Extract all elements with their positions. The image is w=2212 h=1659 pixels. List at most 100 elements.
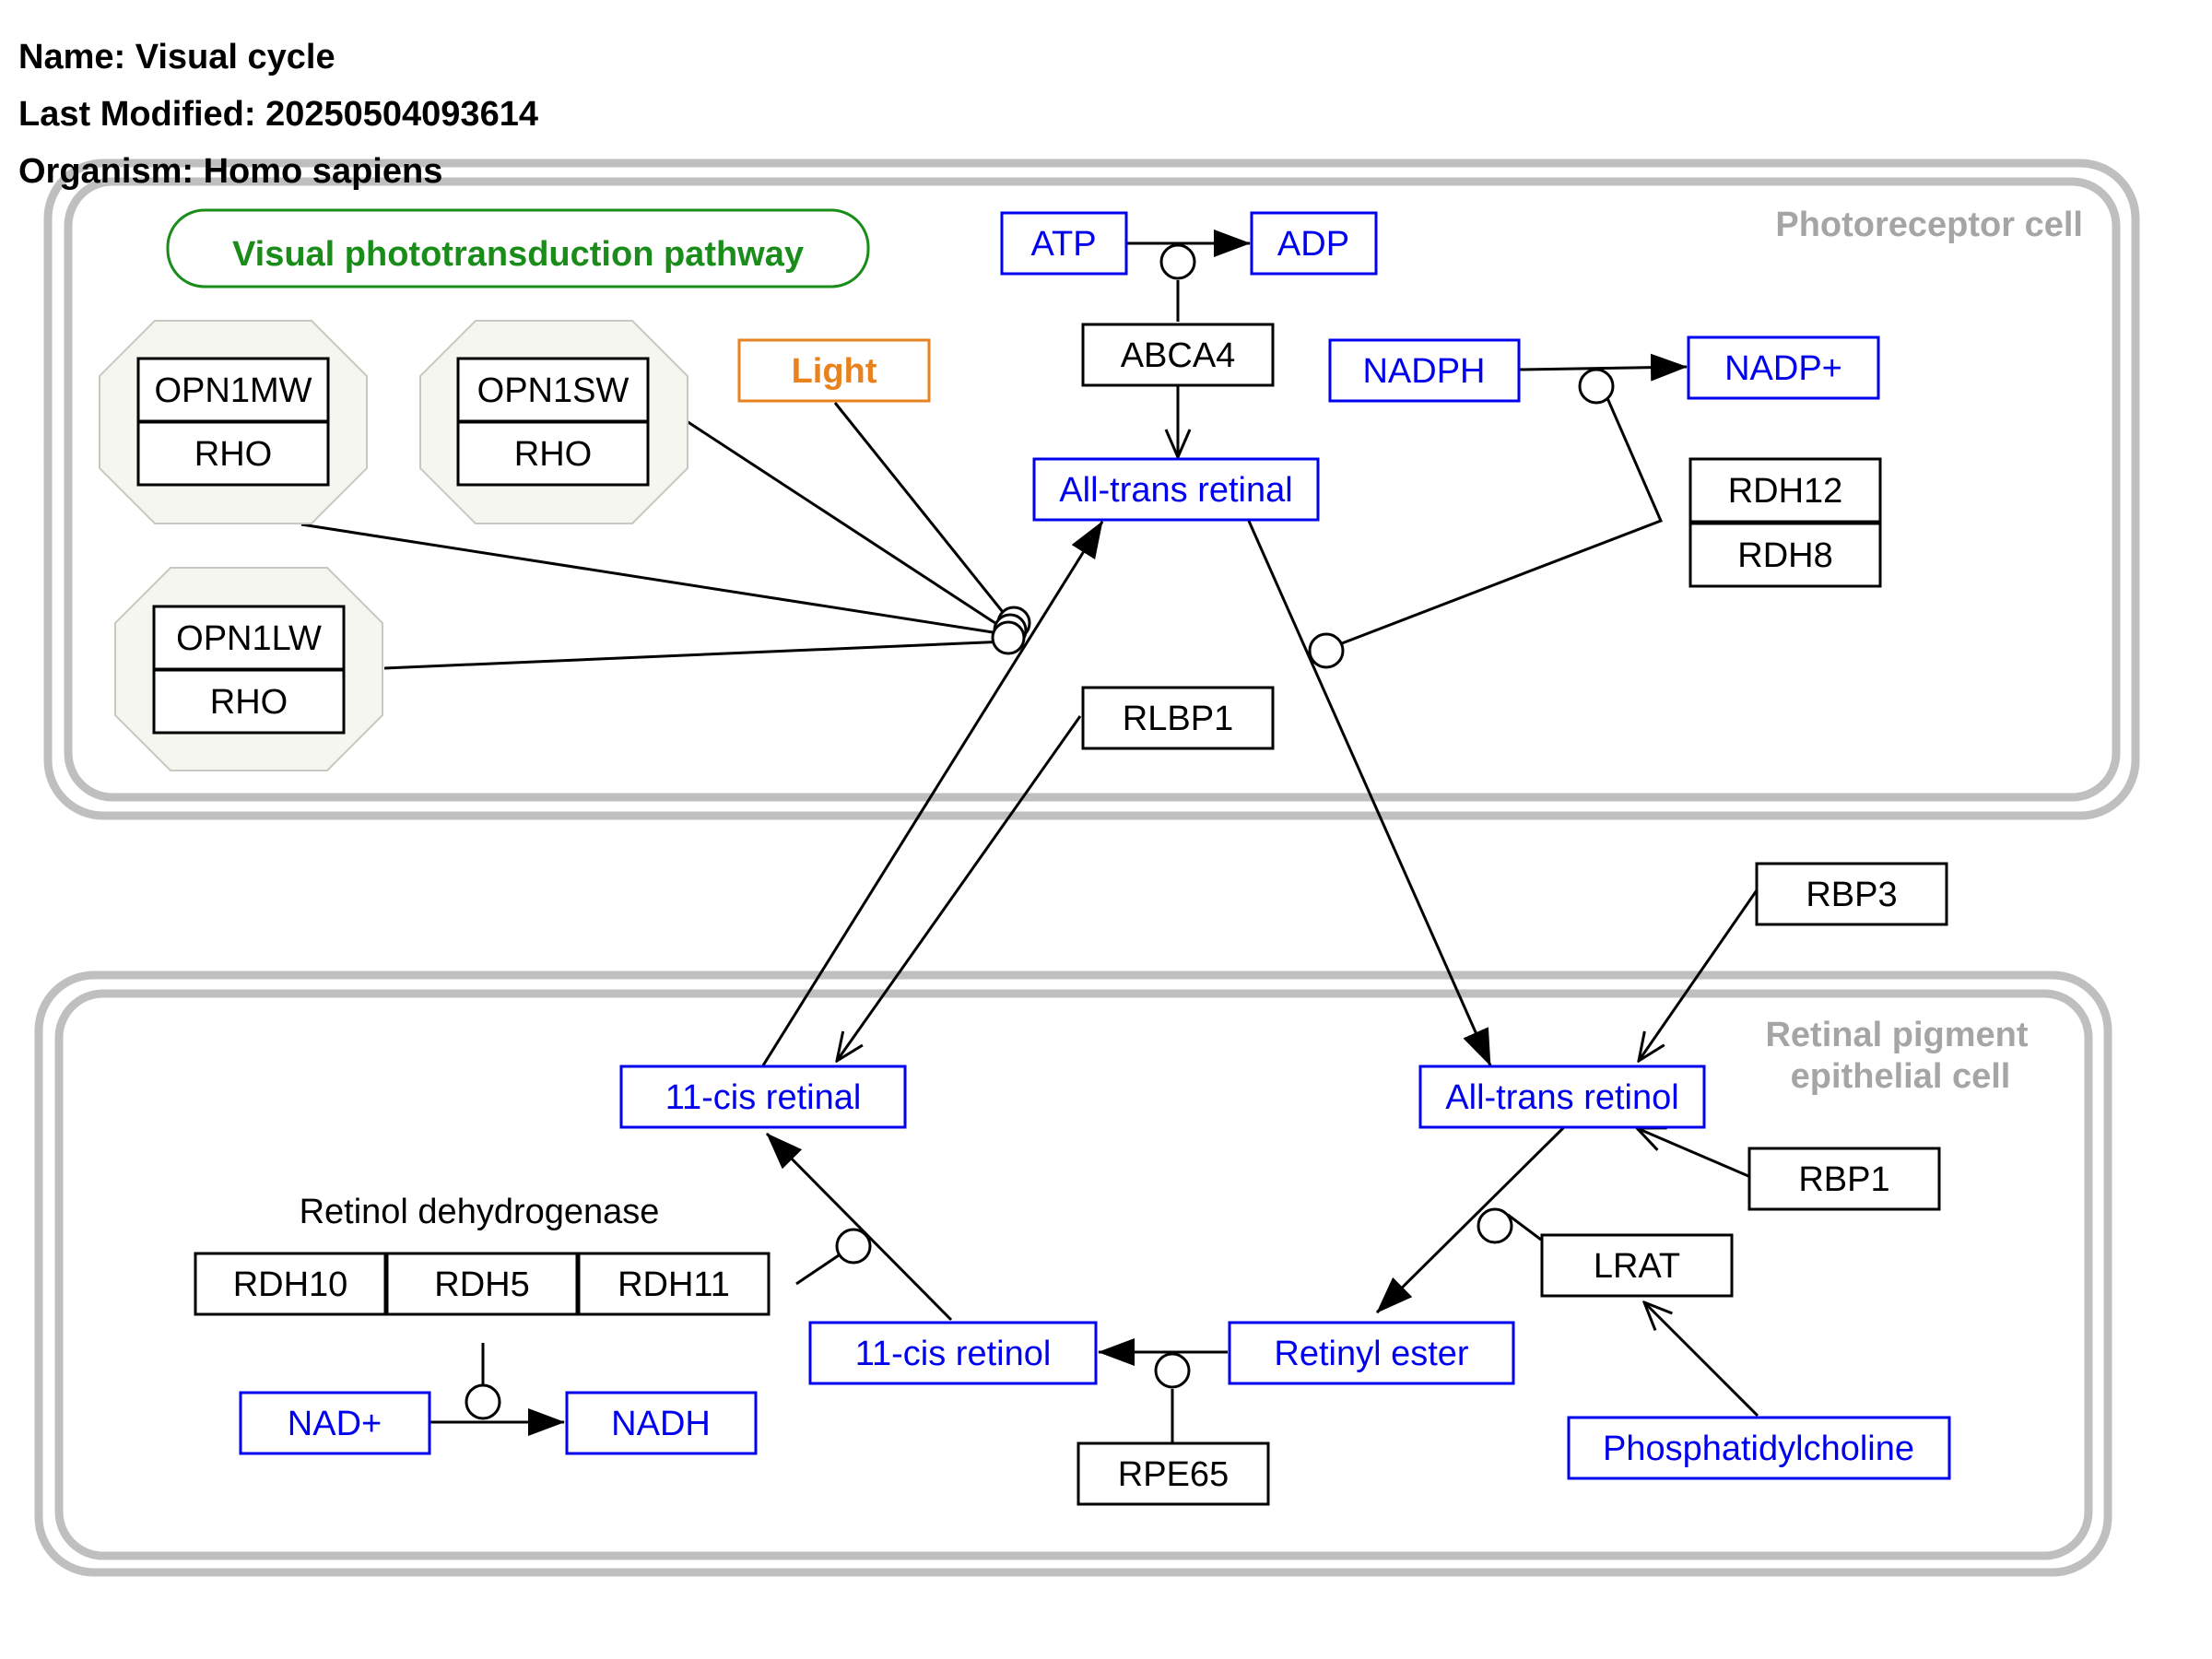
gene-rdh8[interactable]: RDH8 xyxy=(1688,522,1882,588)
rdh5-label: RDH5 xyxy=(434,1265,529,1304)
photoreceptor-compartment: Photoreceptor cell xyxy=(43,159,2140,820)
photoreceptor-label: Photoreceptor cell xyxy=(1775,206,2083,244)
metabolite-atp[interactable]: ATP xyxy=(1000,211,1128,276)
lrat-catalysis-circle xyxy=(1477,1207,1513,1244)
abca4-catalysis-circle xyxy=(1159,243,1196,280)
atp-label: ATP xyxy=(1030,225,1096,264)
gene-rpe65[interactable]: RPE65 xyxy=(1077,1441,1270,1506)
rho-label-3: RHO xyxy=(210,683,288,722)
nadph-nadp-conversion xyxy=(1518,353,1688,382)
opn1mw-input-line xyxy=(300,523,1006,636)
metabolite-retinyl-ester[interactable]: Retinyl ester xyxy=(1228,1321,1515,1385)
rbp3-transport-arrow xyxy=(1639,889,1759,1061)
rdh12-rdh8-catalysis-line xyxy=(1341,397,1664,645)
light-node[interactable]: Light xyxy=(737,338,931,403)
metabolite-phosphatidylcholine[interactable]: Phosphatidylcholine xyxy=(1567,1416,1951,1480)
retinal-to-retinol-arrow xyxy=(1246,518,1492,1066)
pathway-link-visual-phototransduction[interactable]: Visual phototransduction pathway xyxy=(166,208,870,288)
rdh11-label: RDH11 xyxy=(618,1265,730,1304)
gene-rdh10[interactable]: RDH10 xyxy=(194,1252,387,1316)
gene-lrat[interactable]: LRAT xyxy=(1540,1233,1734,1298)
nadh-label: NADH xyxy=(611,1405,711,1443)
rho-box-2 xyxy=(456,420,650,487)
light-label: Light xyxy=(792,352,877,391)
retinyl-ester-label: Retinyl ester xyxy=(1274,1335,1469,1373)
all-trans-retinol-label: All-trans retinol xyxy=(1445,1078,1678,1117)
lrat-label: LRAT xyxy=(1594,1247,1680,1286)
opsin-catalysis-circle-3 xyxy=(991,620,1026,655)
rdh12-label: RDH12 xyxy=(1728,472,1843,511)
opn1lw-input-line xyxy=(383,640,1007,670)
metabolite-nadp[interactable]: NADP+ xyxy=(1687,335,1880,400)
metabolite-nadh[interactable]: NADH xyxy=(565,1391,758,1455)
opn1mw-label: OPN1MW xyxy=(155,371,312,410)
rho-label-1: RHO xyxy=(194,435,272,474)
nad-label: NAD+ xyxy=(288,1405,382,1443)
metabolite-all-trans-retinal[interactable]: All-trans retinal xyxy=(1032,457,1320,522)
adp-label: ADP xyxy=(1277,225,1349,264)
nadp-label: NADP+ xyxy=(1724,349,1842,388)
interactions xyxy=(300,229,1759,1442)
complex-opn1sw-rho[interactable]: OPN1SW RHO xyxy=(419,320,688,524)
rdh-group-cofactor-circle xyxy=(465,1383,501,1420)
gene-rdh12[interactable]: RDH12 xyxy=(1688,457,1882,524)
gene-rdh5[interactable]: RDH5 xyxy=(385,1252,579,1316)
gene-rlbp1[interactable]: RLBP1 xyxy=(1081,686,1275,750)
light-input-line xyxy=(833,402,1012,622)
opn1sw-label: OPN1SW xyxy=(477,371,629,410)
rpe-label-line2: epithelial cell xyxy=(1791,1057,2011,1096)
opn1sw-input-line xyxy=(686,419,1007,632)
11-cis-retinol-label: 11-cis retinol xyxy=(855,1335,1052,1373)
rdh8-label: RDH8 xyxy=(1737,536,1832,575)
complex-opn1lw-rho[interactable]: OPN1LW RHO xyxy=(114,567,383,771)
phosphatidylcholine-to-lrat-arrow xyxy=(1644,1302,1759,1418)
cis-retinol-to-retinal-arrow xyxy=(765,1132,953,1322)
pathway-name: Name: Visual cycle xyxy=(18,38,335,76)
rho-box-3 xyxy=(152,668,346,735)
rdh-group-catalysis-circle xyxy=(835,1228,872,1265)
opn1sw-box xyxy=(456,357,650,423)
rpe-label-line1: Retinal pigment xyxy=(1765,1016,2028,1054)
abca4-label: ABCA4 xyxy=(1121,336,1236,375)
rdh10-label: RDH10 xyxy=(233,1265,348,1304)
lrat-catalysis-line xyxy=(1507,1213,1542,1241)
metabolite-nad[interactable]: NAD+ xyxy=(239,1391,431,1455)
photoisomerization-arrow xyxy=(761,521,1104,1066)
metabolite-11-cis-retinol[interactable]: 11-cis retinol xyxy=(808,1321,1098,1385)
nadph-label: NADPH xyxy=(1362,352,1485,391)
rpe65-catalysis-circle xyxy=(1154,1352,1191,1389)
pathway-link-label: Visual phototransduction pathway xyxy=(232,235,804,274)
gene-abca4[interactable]: ABCA4 xyxy=(1081,323,1275,387)
complex-opn1mw-rho[interactable]: OPN1MW RHO xyxy=(99,320,368,524)
gene-rbp3[interactable]: RBP3 xyxy=(1755,862,1948,926)
opn1lw-box xyxy=(152,605,346,671)
metabolite-all-trans-retinol[interactable]: All-trans retinol xyxy=(1418,1065,1706,1129)
gene-rbp1[interactable]: RBP1 xyxy=(1747,1147,1941,1211)
all-trans-retinal-label: All-trans retinal xyxy=(1059,471,1292,510)
retinol-dehydrogenase-label: Retinol dehydrogenase xyxy=(300,1193,660,1231)
rpe65-label: RPE65 xyxy=(1118,1455,1229,1494)
rbp3-label: RBP3 xyxy=(1806,876,1897,914)
metabolite-nadph[interactable]: NADPH xyxy=(1328,338,1521,403)
rho-label-2: RHO xyxy=(514,435,592,474)
rdh-catalysis-circle xyxy=(1308,632,1345,669)
rdh-catalysis-circle-top xyxy=(1578,368,1615,405)
gene-rdh11[interactable]: RDH11 xyxy=(577,1252,771,1316)
phosphatidylcholine-label: Phosphatidylcholine xyxy=(1603,1430,1914,1468)
rbp1-transport-arrow xyxy=(1637,1128,1749,1178)
organism: Organism: Homo sapiens xyxy=(18,152,442,191)
metabolite-adp[interactable]: ADP xyxy=(1250,211,1378,276)
opn1lw-label: OPN1LW xyxy=(176,619,322,658)
rlbp1-transport-arrow xyxy=(837,715,1082,1061)
retinol-to-ester-arrow xyxy=(1375,1125,1566,1314)
rdh-group-catalysis-line xyxy=(795,1253,840,1286)
rpe-compartment: Retinal pigment epithelial cell xyxy=(34,971,2112,1577)
11-cis-retinal-label: 11-cis retinal xyxy=(665,1078,862,1117)
last-modified: Last Modified: 20250504093614 xyxy=(18,95,538,134)
rbp1-label: RBP1 xyxy=(1798,1160,1889,1199)
rho-box-1 xyxy=(136,420,330,487)
rlbp1-label: RLBP1 xyxy=(1123,700,1233,738)
metabolite-11-cis-retinal[interactable]: 11-cis retinal xyxy=(619,1065,907,1129)
opn1mw-box xyxy=(136,357,330,423)
